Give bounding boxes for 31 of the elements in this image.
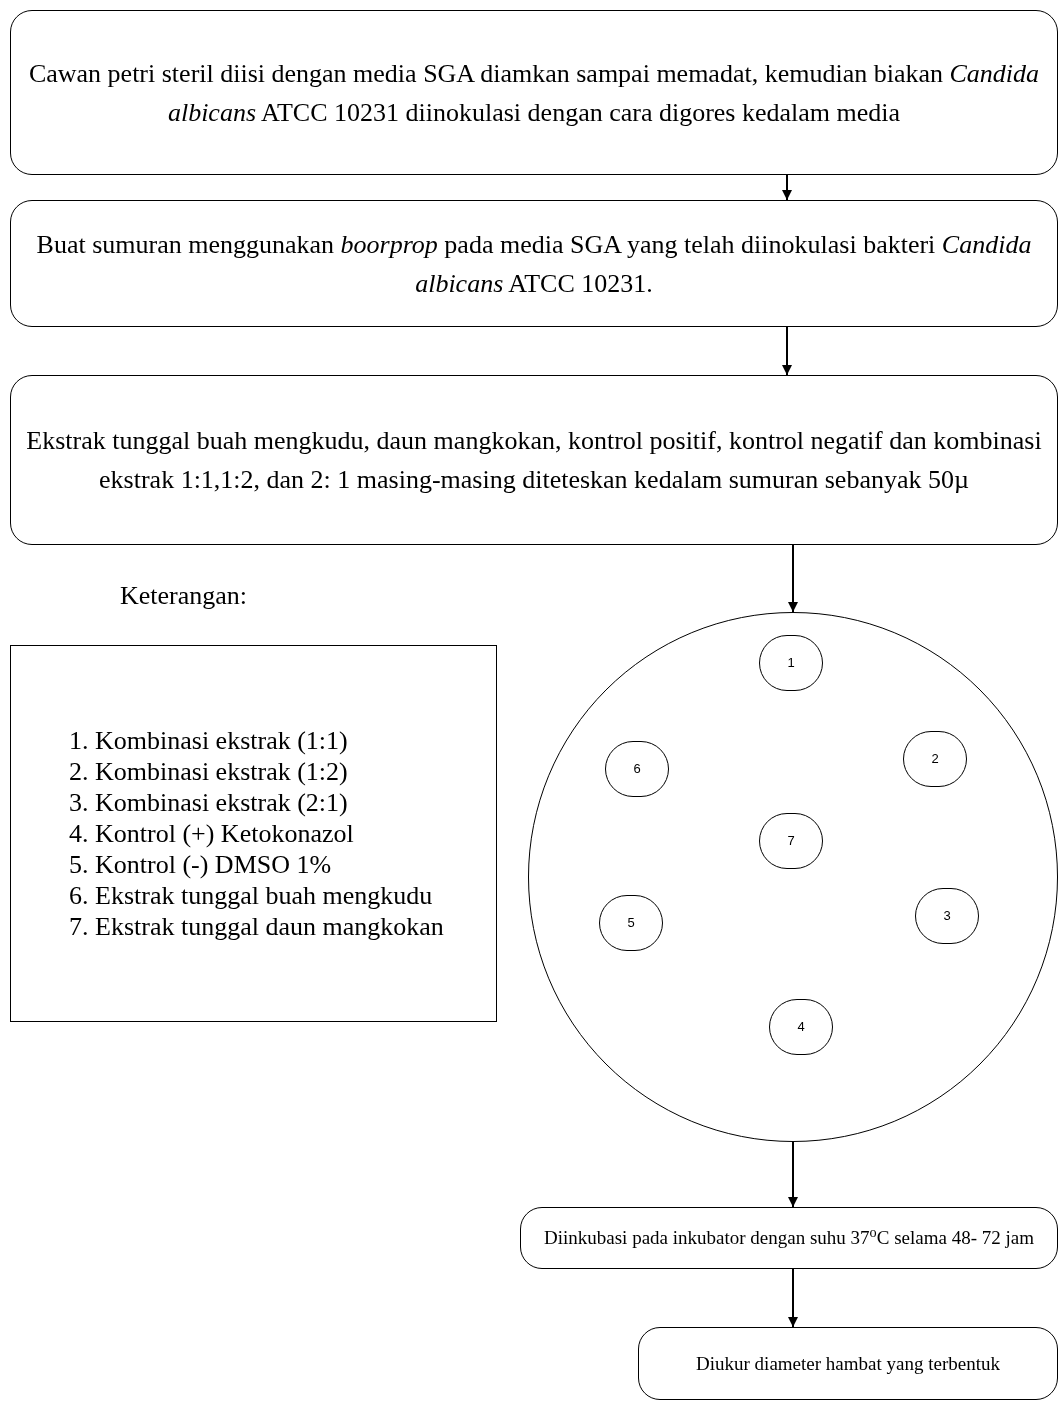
process-box [10, 10, 1058, 175]
arrow [782, 326, 792, 376]
legend-heading: Keterangan: [120, 580, 248, 612]
well-number: 7 [787, 832, 795, 851]
legend-item: 4. Kontrol (+) Ketokonazol [69, 818, 355, 849]
process-box [10, 375, 1058, 545]
arrow [788, 1268, 798, 1328]
well-number: 2 [931, 750, 939, 769]
legend-item: 6. Ekstrak tunggal buah mengkudu [69, 880, 434, 911]
process-box [638, 1327, 1058, 1400]
process-box [10, 200, 1058, 327]
legend-box [10, 645, 497, 1022]
step-text: Cawan petri steril diisi dengan media SGA diamkan sampai memadat, kemudian biakan Candida albicans ATCC 10231 diinokulasi dengan cara digores kedalam media [27, 57, 1041, 129]
arrow [788, 544, 798, 613]
well-number: 6 [633, 760, 641, 779]
well-number: 4 [797, 1018, 805, 1037]
well-number: 1 [787, 654, 795, 673]
legend-item: 2. Kombinasi ekstrak (1:2) [69, 756, 349, 787]
well-number: 3 [943, 907, 951, 926]
arrow [788, 1141, 798, 1208]
step-text: Ekstrak tunggal buah mengkudu, daun mangkokan, kontrol positif, kontrol negatif dan kombinasi ekstrak 1:1,1:2, dan 2: 1 masing-masing diteteskan kedalam sumuran sebanyak 50µ [25, 425, 1043, 496]
arrow [782, 174, 792, 201]
step-text: Diukur diameter hambat yang terbentuk [696, 1351, 1000, 1376]
legend-item: 5. Kontrol (-) DMSO 1% [69, 849, 333, 880]
legend-item: 7. Ekstrak tunggal daun mangkokan [69, 911, 445, 942]
step-text: Buat sumuran menggunakan boorprop pada media SGA yang telah diinokulasi bakteri Candida albicans ATCC 10231. [35, 228, 1033, 300]
step-text: Diinkubasi pada inkubator dengan suhu 37$^{o}$C selama 48- 72 jam [544, 1225, 1034, 1250]
legend-item: 3. Kombinasi ekstrak (2:1) [69, 787, 349, 818]
legend-item: 1. Kombinasi ekstrak (1:1) [69, 725, 349, 756]
well-number: 5 [627, 914, 635, 933]
process-box [520, 1207, 1058, 1269]
